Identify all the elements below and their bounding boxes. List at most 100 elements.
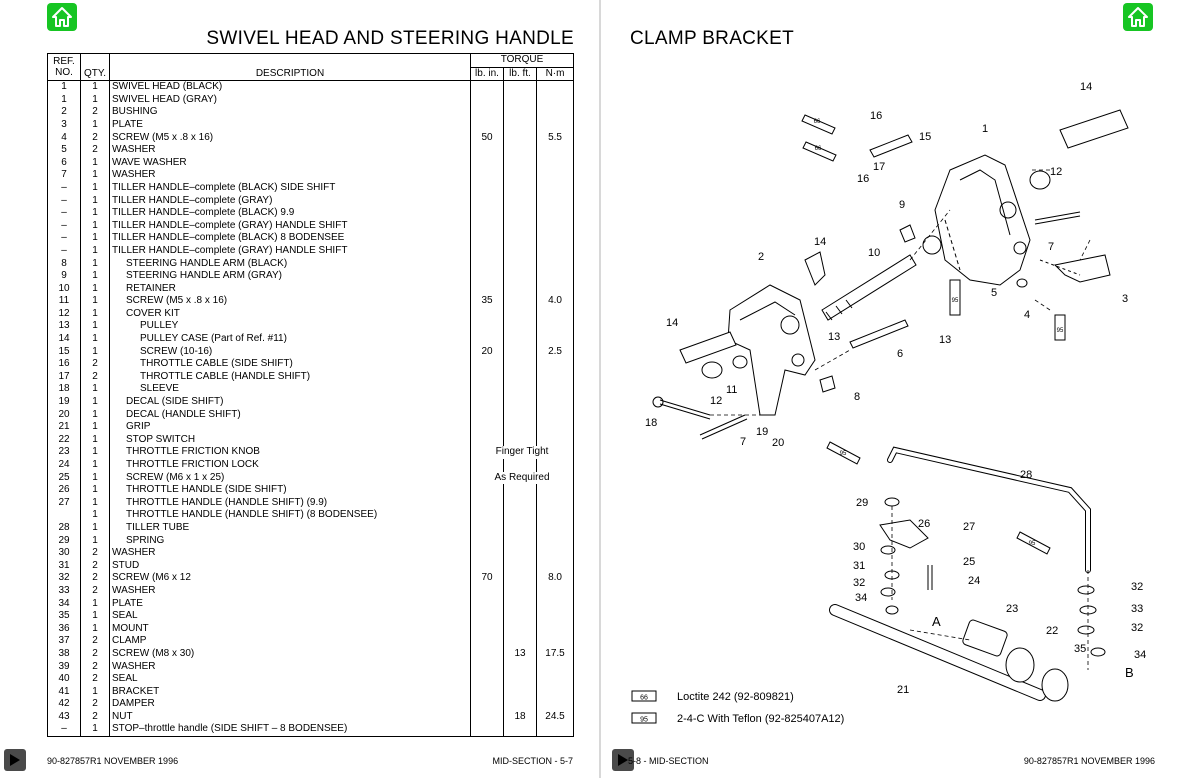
lbft-cell [503,219,537,233]
ref-cell: 17 [47,370,81,384]
nm-cell [535,106,575,119]
ref-cell: 4 [47,131,81,145]
tube-label: 66 [815,146,822,152]
lbft-cell [503,698,537,711]
description-cell: TILLER HANDLE–complete (GRAY) HANDLE SHI… [109,219,471,233]
lbin-cell [470,358,504,371]
lbin-cell [470,257,504,271]
description-cell: TILLER HANDLE–complete (GRAY) [109,194,471,208]
home-button-left[interactable] [47,3,77,31]
description-header: DESCRIPTION [109,52,471,82]
page-title-left: SWIVEL HEAD AND STEERING HANDLE [206,28,574,49]
description-cell: PULLEY [109,320,471,334]
description-cell: WASHER [109,547,471,560]
legend-code-66: 66 [640,695,648,702]
nm-cell: 24.5 [535,710,575,724]
ref-cell: – [47,723,81,738]
lbin-cell [470,383,504,397]
description-cell: SCREW (10-16) [109,345,471,359]
callout-label: 29 [856,497,868,509]
nm-cell [535,232,575,245]
nm-cell [535,118,575,132]
nm-cell [535,333,575,346]
ref-cell: 24 [47,459,81,472]
callout-label: 3 [1122,293,1128,305]
qty-cell: 1 [80,282,110,296]
description-cell: SEAL [109,673,471,686]
home-button-right[interactable] [1123,3,1153,31]
lbft-cell [503,559,537,573]
callout-label: 15 [919,131,931,143]
lbft-cell [503,484,537,497]
callout-label: 18 [645,417,657,429]
callout-label: 25 [963,556,975,568]
qty-cell: 1 [80,723,110,738]
ref-cell: 28 [47,521,81,535]
lbft-cell [503,333,537,346]
lbft-cell [503,320,537,334]
ref-cell: 14 [47,333,81,346]
lbft-cell [503,118,537,132]
qty-cell: 1 [80,471,110,485]
qty-cell: 1 [80,521,110,535]
lbin-cell [470,244,504,258]
prev-page-button[interactable] [4,749,26,771]
qty-cell: 1 [80,270,110,283]
callout-label: 9 [899,199,905,211]
lbin-cell [470,169,504,182]
qty-cell: 2 [80,106,110,119]
play-icon [10,754,20,766]
ref-cell: 18 [47,383,81,397]
nm-cell [535,80,575,94]
ref-cell: 1 [47,80,81,94]
description-cell: DECAL (HANDLE SHIFT) [109,408,471,422]
qty-cell: 1 [80,421,110,434]
description-cell: TILLER TUBE [109,521,471,535]
next-page-button[interactable] [612,749,634,771]
lbin-cell [470,282,504,296]
callout-label: 32 [1131,581,1143,593]
lbft-cell [503,509,537,522]
footer-doc-id-right: 90-827857R1 NOVEMBER 1996 [1023,756,1155,766]
lbft-cell: 18 [503,710,537,724]
lbin-cell [470,584,504,598]
lbft-cell [503,80,537,94]
description-cell: THROTTLE FRICTION LOCK [109,459,471,472]
lbft-cell [503,244,537,258]
lbin-cell [470,496,504,510]
lbin-cell [470,396,504,409]
lbft-cell [503,144,537,157]
qty-cell: 1 [80,496,110,510]
nm-cell [535,181,575,195]
description-cell: STEERING HANDLE ARM (BLACK) [109,257,471,271]
lbft-cell [503,534,537,548]
lbin-cell: 35 [470,295,504,308]
qty-cell: 1 [80,408,110,422]
footer-doc-id-left: 90-827857R1 NOVEMBER 1996 [47,756,179,766]
ref-cell: 8 [47,257,81,271]
callout-label: 11 [726,384,737,396]
ref-cell: 13 [47,320,81,334]
description-cell: PLATE [109,118,471,132]
ref-cell: 6 [47,156,81,170]
tube-label: 95 [1029,541,1036,547]
lbft-cell: 13 [503,647,537,661]
lbin-cell [470,521,504,535]
ref-cell: – [47,232,81,245]
nm-cell [535,521,575,535]
lbin-cell [470,559,504,573]
ref-cell: 9 [47,270,81,283]
nm-cell [535,219,575,233]
lbft-cell [503,131,537,145]
nm-cell [535,509,575,522]
nm-cell [535,383,575,397]
qty-cell: 2 [80,710,110,724]
